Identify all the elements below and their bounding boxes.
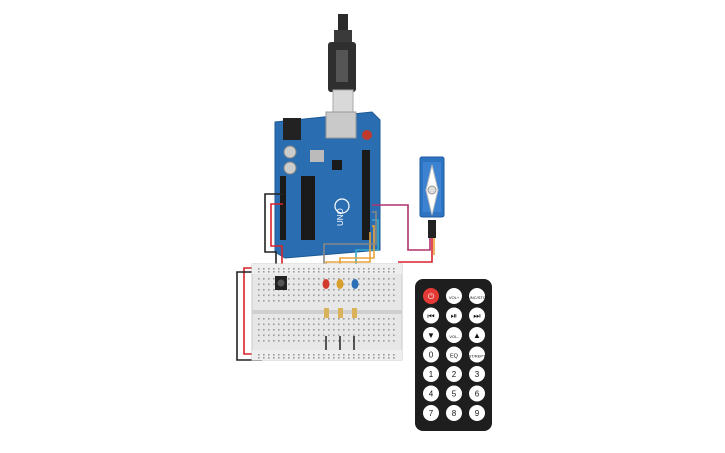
svg-text:VOL-: VOL- <box>449 334 459 339</box>
svg-text:EQ: EQ <box>450 354 459 360</box>
svg-text:9: 9 <box>475 409 480 418</box>
svg-text:5: 5 <box>452 390 457 399</box>
svg-text:7: 7 <box>429 409 434 418</box>
remote-button-row3-0[interactable]: ▼ <box>423 327 439 343</box>
remote-button-row2-2[interactable]: ⏭ <box>469 307 485 324</box>
remote-button-row7-1[interactable]: 8 <box>446 405 462 421</box>
remote-button-row1-2[interactable]: FUNC/STOP <box>465 288 489 304</box>
led-blue[interactable] <box>351 279 359 289</box>
svg-text:0: 0 <box>429 351 434 360</box>
remote-button-row2-0[interactable]: ⏮ <box>423 307 439 324</box>
svg-text:⏯: ⏯ <box>451 312 457 321</box>
ir-remote[interactable]: ⏻ VOL+ FUNC/STOP ⏮ ⏯ ⏭ ▼ VOL- ▲ 0 EQ ST/REPT 1 2 3 4 5 6 7… <box>415 279 492 431</box>
remote-button-row1-1[interactable]: VOL+ <box>446 288 462 304</box>
reset-button[interactable] <box>362 130 372 140</box>
svg-text:2: 2 <box>452 370 457 379</box>
svg-text:▲: ▲ <box>473 331 481 340</box>
resistor[interactable] <box>338 308 343 318</box>
arduino-logo <box>334 198 350 214</box>
power-jack <box>283 118 301 140</box>
resistor[interactable] <box>352 308 357 318</box>
atmega-chip <box>301 176 315 240</box>
remote-button-row2-1[interactable]: ⏯ <box>446 307 462 324</box>
arduino-uno-board[interactable]: UNO <box>274 111 381 259</box>
led-red[interactable] <box>322 279 330 289</box>
servo-motor[interactable] <box>419 156 445 238</box>
resistor[interactable] <box>324 308 329 318</box>
remote-button-row5-2[interactable]: 3 <box>469 366 485 382</box>
remote-button-row7-0[interactable]: 7 <box>423 405 439 421</box>
remote-button-row5-0[interactable]: 1 <box>423 366 439 382</box>
svg-text:⏻: ⏻ <box>428 292 435 301</box>
svg-text:FUNC/STOP: FUNC/STOP <box>465 295 488 300</box>
remote-button-row1-0[interactable]: ⏻ <box>423 288 439 304</box>
svg-text:1: 1 <box>429 370 434 379</box>
digital-header <box>362 150 370 240</box>
remote-button-row5-1[interactable]: 2 <box>446 366 462 382</box>
svg-text:8: 8 <box>452 409 457 418</box>
svg-text:3: 3 <box>475 370 480 379</box>
led-yellow[interactable] <box>336 279 344 289</box>
remote-button-row6-0[interactable]: 4 <box>423 385 439 402</box>
svg-text:⏮: ⏮ <box>427 312 434 321</box>
svg-text:⏭: ⏭ <box>473 312 480 321</box>
breadboard-holes <box>258 268 395 359</box>
remote-button-row3-2[interactable]: ▲ <box>469 327 485 343</box>
remote-button-row4-2[interactable]: ST/REPT <box>469 346 486 363</box>
svg-text:VOL+: VOL+ <box>449 295 460 300</box>
svg-text:▼: ▼ <box>427 331 435 340</box>
power-header <box>280 176 286 240</box>
remote-button-row7-2[interactable]: 9 <box>469 405 485 421</box>
remote-button-row4-1[interactable]: EQ <box>446 346 462 363</box>
svg-text:6: 6 <box>475 390 480 399</box>
remote-button-row6-2[interactable]: 6 <box>469 385 485 402</box>
remote-button-row6-1[interactable]: 5 <box>446 385 462 402</box>
remote-button-row3-1[interactable]: VOL- <box>446 327 462 343</box>
board-brand: UNO <box>336 208 345 226</box>
remote-button-row4-0[interactable]: 0 <box>423 346 439 363</box>
usb-cable[interactable] <box>328 14 356 115</box>
svg-text:4: 4 <box>429 390 434 399</box>
svg-text:ST/REPT: ST/REPT <box>469 354 486 359</box>
breadboard[interactable] <box>251 263 403 361</box>
usb-port <box>325 111 357 139</box>
